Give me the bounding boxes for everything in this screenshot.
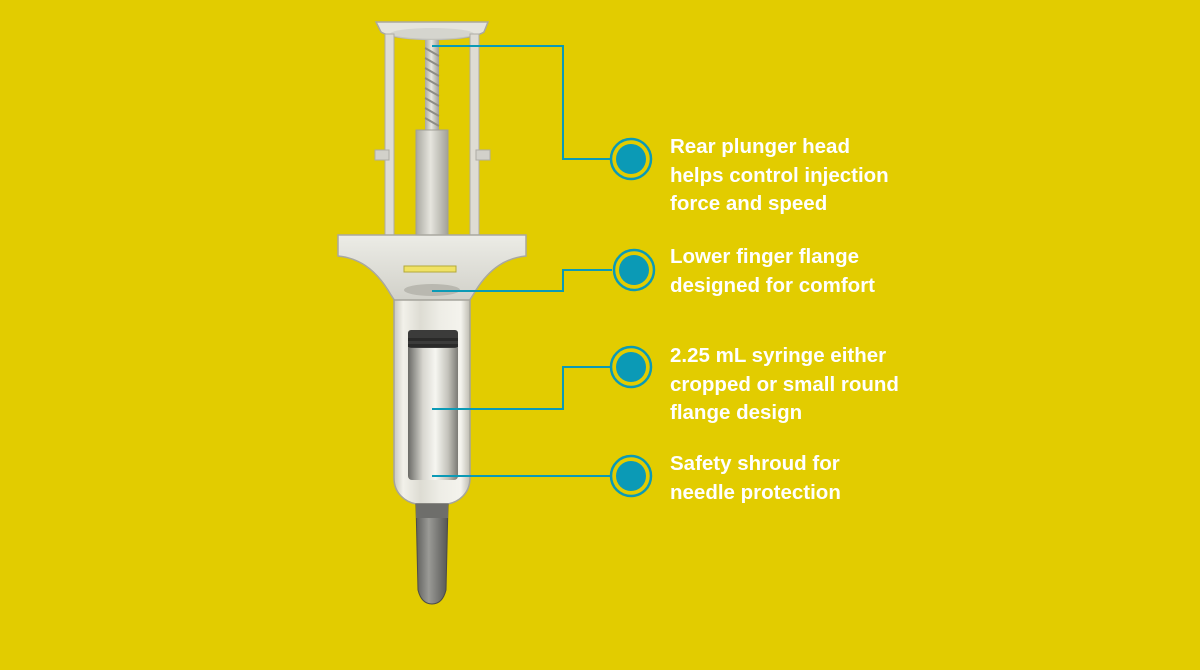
guide-rail-right (469, 33, 480, 250)
leader-line-2 (432, 269, 612, 292)
callout-line: force and speed (670, 192, 828, 215)
dot-marker-icon (609, 454, 653, 498)
callout-line: helps control injection (670, 163, 889, 187)
callout-line: Rear plunger head (670, 135, 850, 158)
callout-rear-plunger-head: Rear plunger head helps control injectio… (670, 133, 970, 219)
callout-line: Safety shroud for (670, 452, 840, 475)
callout-line: designed for comfort (670, 273, 876, 297)
leader-line-3 (432, 366, 612, 410)
callout-finger-flange: Lower finger flange designed for comfort (670, 243, 970, 300)
callout-line: flange design (670, 401, 803, 424)
needle-shield (415, 503, 449, 605)
syringe-illustration (337, 21, 527, 605)
glass-syringe (408, 332, 458, 480)
callout-syringe: 2.25 mL syringe either cropped or small … (670, 342, 970, 428)
callout-line: needle protection (670, 480, 841, 504)
guide-rail-left (384, 33, 395, 250)
leader-line-1 (432, 45, 612, 160)
leader-lines (432, 45, 612, 477)
dot-marker-icon (609, 137, 653, 181)
plunger-thread (424, 40, 440, 132)
dot-marker-icon (612, 248, 656, 292)
dot-markers (609, 137, 656, 498)
callout-safety-shroud: Safety shroud for needle protection (670, 450, 970, 507)
dot-marker-icon (609, 345, 653, 389)
callout-line: Lower finger flange (670, 245, 860, 268)
callout-line: cropped or small round (670, 372, 899, 396)
callout-line: 2.25 mL syringe either (670, 344, 887, 367)
